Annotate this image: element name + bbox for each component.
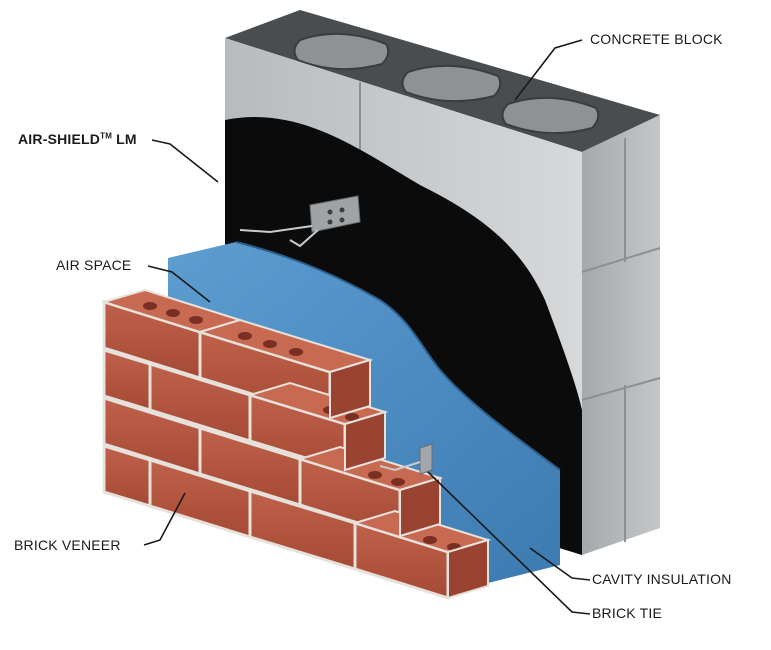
label-air-shield-suffix: LM <box>112 131 137 147</box>
leader-brick-tie <box>427 471 591 615</box>
label-brick-veneer: BRICK VENEER <box>14 537 121 553</box>
brick-veneer-wall <box>100 288 492 601</box>
leader-brick-veneer <box>143 492 186 546</box>
label-air-shield-name: AIR-SHIELD <box>18 131 101 147</box>
block-cores <box>293 32 600 135</box>
leader-air-shield <box>151 139 219 183</box>
leader-air-space <box>147 265 211 303</box>
brick-tie-lower <box>379 443 433 475</box>
brick-tie-anchor-upper <box>239 195 361 248</box>
label-air-shield: AIR-SHIELDTM LM <box>18 131 137 147</box>
trademark-mark: TM <box>100 131 113 141</box>
label-air-space: AIR SPACE <box>56 257 132 273</box>
label-cavity-insulation: CAVITY INSULATION <box>592 571 732 587</box>
leader-concrete-block <box>514 39 583 101</box>
leader-lines <box>143 39 591 615</box>
label-concrete-block: CONCRETE BLOCK <box>590 31 723 47</box>
leader-cavity-insulation <box>529 547 591 581</box>
label-brick-tie: BRICK TIE <box>592 605 663 621</box>
